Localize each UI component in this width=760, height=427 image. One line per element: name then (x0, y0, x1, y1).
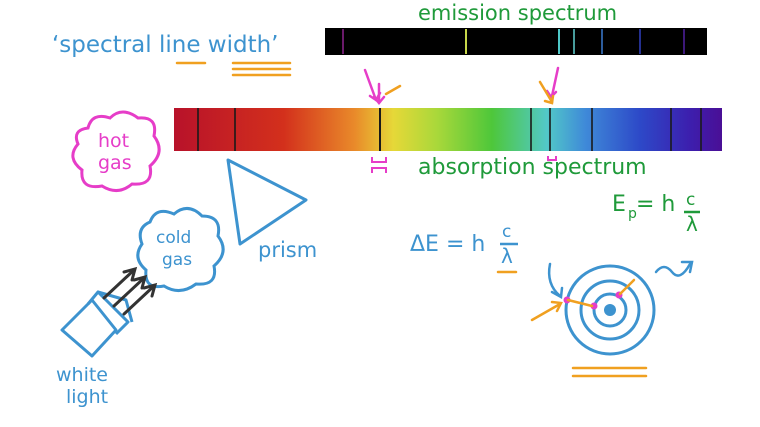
photon-energy-denominator: λ (686, 212, 698, 236)
emission-spectrum-label: emission spectrum (418, 1, 618, 25)
hot-gas-label-line2: gas (98, 152, 132, 174)
delta-energy-left: ΔE = h (410, 232, 486, 257)
delta-energy-denominator: λ (501, 244, 513, 268)
absorption-spectrum-label: absorption spectrum (418, 155, 647, 180)
delta-energy-numerator: c (502, 222, 512, 242)
absorption-spectrum (174, 108, 722, 151)
white-light-label-line1: white (56, 364, 108, 386)
orange-marker-arrows (384, 80, 555, 105)
diagram-title: ‘spectral line width’ (52, 32, 279, 58)
prism-shape (226, 158, 308, 246)
line-marker-arrows (363, 66, 560, 105)
hot-gas-label-line1: hot (98, 130, 130, 152)
cold-gas-cloud (136, 207, 225, 292)
prism-label: prism (258, 238, 318, 262)
light-ray-arrows (102, 266, 158, 316)
white-light-label-line2: light (66, 386, 109, 408)
flashlight-icon (60, 290, 134, 358)
photon-energy-equals: = h (636, 192, 676, 217)
cold-gas-label-line2: gas (162, 250, 193, 270)
emission-spectrum (325, 28, 707, 55)
photon-energy-left: E (612, 192, 626, 217)
atom-diagram (530, 260, 694, 378)
photon-energy-numerator: c (686, 190, 696, 210)
cold-gas-label-line1: cold (156, 228, 192, 248)
hot-gas-cloud (71, 110, 161, 192)
title-underline (175, 61, 292, 77)
photon-energy-subscript: p (628, 206, 637, 222)
line-width-brackets (371, 156, 557, 173)
